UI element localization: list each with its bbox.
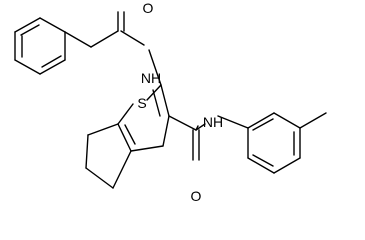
bond bbox=[130, 145, 164, 152]
bond bbox=[160, 84, 170, 117]
bond bbox=[299, 112, 327, 129]
bond bbox=[20, 24, 40, 36]
bond bbox=[39, 59, 66, 75]
bond bbox=[124, 124, 136, 145]
bond bbox=[148, 49, 162, 86]
bond bbox=[252, 154, 274, 167]
bond bbox=[247, 112, 275, 129]
atom-label-nh-right: NH bbox=[203, 114, 223, 130]
bond bbox=[64, 31, 92, 48]
atom-label-o-bottom: O bbox=[191, 188, 202, 204]
bond bbox=[90, 30, 119, 48]
bond bbox=[14, 17, 41, 33]
bond bbox=[120, 30, 145, 46]
bond bbox=[112, 150, 132, 189]
bond bbox=[168, 115, 197, 131]
bond bbox=[247, 157, 275, 174]
bond bbox=[217, 115, 249, 129]
bond bbox=[252, 118, 274, 131]
atom-label-nh-top: NH bbox=[141, 70, 161, 86]
molecule-structure: O NH S NH O bbox=[14, 0, 327, 204]
bond bbox=[39, 17, 66, 33]
bond bbox=[152, 89, 161, 117]
bond bbox=[85, 134, 89, 169]
bond bbox=[41, 55, 62, 68]
bond bbox=[273, 157, 301, 174]
bond bbox=[87, 123, 119, 136]
bond bbox=[117, 123, 132, 152]
bond bbox=[14, 59, 41, 75]
atom-label-layer: O NH S NH O bbox=[137, 0, 223, 204]
bond-layer bbox=[14, 11, 327, 189]
bond bbox=[85, 167, 114, 189]
atom-label-s: S bbox=[137, 95, 146, 111]
atom-label-o-top: O bbox=[143, 0, 154, 16]
bond bbox=[117, 103, 134, 125]
bond bbox=[162, 115, 170, 147]
bond bbox=[273, 112, 301, 129]
bond bbox=[195, 123, 206, 131]
